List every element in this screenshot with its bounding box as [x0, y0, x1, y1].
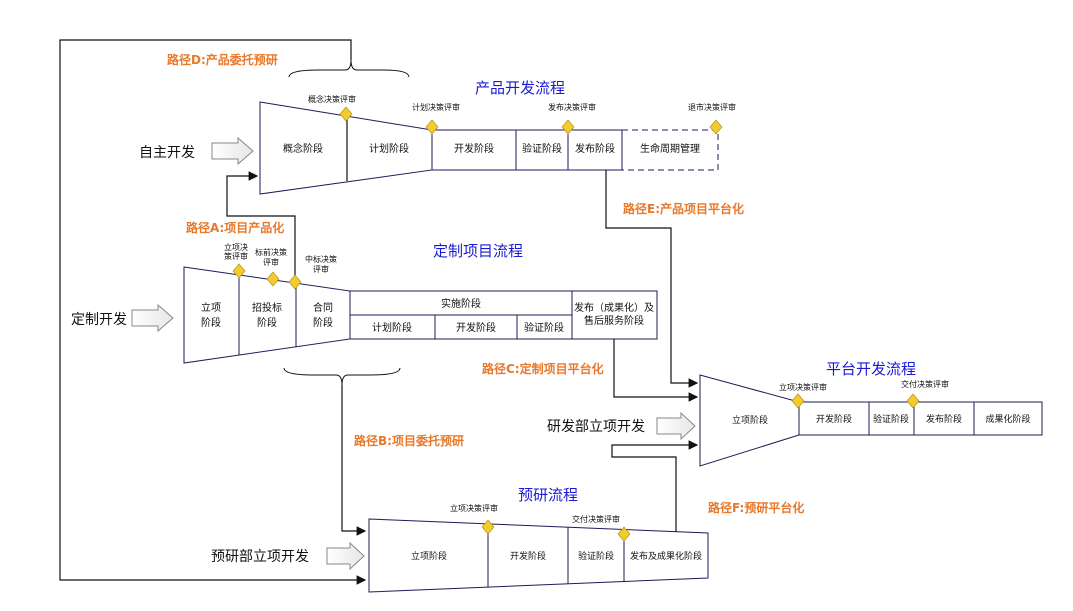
custom-funnel — [183, 266, 351, 364]
hollow-arrow-icon — [656, 411, 696, 441]
product-stage-release-label: 发布阶段 — [575, 142, 615, 155]
product-review-diamond — [561, 119, 575, 135]
research-review-diamond — [617, 526, 631, 542]
custom-sub-dev — [434, 314, 518, 340]
custom-release-label-2: 售后服务阶段 — [584, 314, 644, 327]
product-review-diamond — [425, 119, 439, 135]
custom-stage-lixiang-2: 阶段 — [201, 316, 221, 329]
research-stage-release: 发布及成果化阶段 — [630, 550, 702, 562]
product-stage-concept: 概念阶段 — [283, 142, 323, 155]
hollow-arrow-icon — [131, 303, 174, 333]
custom-stage-contract-2: 阶段 — [313, 316, 333, 329]
custom-flow-title: 定制项目流程 — [433, 242, 523, 260]
custom-review-prebid-1: 标前决策 — [255, 247, 287, 257]
platform-review-diamond — [791, 393, 805, 409]
platform-review-diamond — [906, 393, 920, 409]
product-stage-dev-label: 开发阶段 — [454, 142, 494, 155]
product-stage-dev — [431, 129, 517, 171]
custom-review-win-2: 评审 — [313, 264, 329, 274]
path-d-connector — [59, 39, 367, 585]
platform-stage-verify-label: 验证阶段 — [873, 413, 909, 425]
custom-sub-verify-label: 验证阶段 — [524, 321, 564, 334]
platform-stage-dev-label: 开发阶段 — [816, 413, 852, 425]
path-f-connector — [611, 440, 699, 533]
custom-stage-bid-1: 招投标 — [252, 301, 282, 314]
product-stage-release — [567, 129, 623, 171]
custom-release-label-1: 发布（成果化）及 — [574, 301, 654, 314]
research-review-lixiang: 立项决策评审 — [450, 503, 498, 513]
path-b-connector — [341, 385, 367, 536]
platform-stage-result-label: 成果化阶段 — [985, 413, 1030, 425]
custom-review-lixiang-1: 立项决 — [224, 242, 248, 252]
platform-stage-release-label: 发布阶段 — [926, 413, 962, 425]
custom-impl-label: 实施阶段 — [441, 297, 481, 310]
product-review-diamond — [339, 106, 353, 122]
path-b-label: 路径B:项目委托预研 — [354, 433, 464, 448]
platform-flow-title: 平台开发流程 — [826, 360, 916, 378]
custom-review-lixiang-2: 策评审 — [224, 251, 248, 261]
research-review-diamond — [481, 519, 495, 535]
custom-review-prebid-2: 评审 — [263, 257, 279, 267]
path-a-label: 路径A:项目产品化 — [186, 220, 284, 235]
research-flow-title: 预研流程 — [518, 486, 578, 504]
product-flow-title: 产品开发流程 — [475, 79, 565, 97]
platform-stage-lixiang: 立项阶段 — [732, 414, 768, 426]
path-c-label: 路径C:定制项目平台化 — [482, 361, 604, 376]
product-stage-plan: 计划阶段 — [369, 142, 409, 155]
research-stage-dev: 开发阶段 — [510, 550, 546, 562]
product-review-diamond — [709, 119, 723, 135]
custom-review-win-1: 中标决策 — [305, 254, 337, 264]
product-review-retire: 退市决策评审 — [688, 102, 736, 112]
research-review-deliver: 交付决策评审 — [572, 514, 620, 524]
platform-flow: 立项阶段 开发阶段 验证阶段 发布阶段 成果化阶段 立项决策评审 交付决策评审 — [699, 374, 1043, 467]
path-c-connector — [613, 339, 699, 402]
custom-impl-box — [349, 290, 573, 316]
hollow-arrow-icon — [211, 136, 254, 166]
product-stage-verify-label: 验证阶段 — [522, 142, 562, 155]
path-f-label: 路径F:预研平台化 — [708, 500, 804, 515]
product-stage-lifecycle-box — [622, 129, 719, 171]
custom-sub-plan-label: 计划阶段 — [372, 321, 412, 334]
product-stage-lifecycle: 生命周期管理 — [640, 142, 700, 155]
product-review-concept: 概念决策评审 — [308, 94, 356, 104]
custom-flow: 立项 阶段 招投标 阶段 合同 阶段 实施阶段 计划阶段 开发阶段 验证阶段 发… — [183, 242, 658, 364]
product-flow: 概念阶段 计划阶段 开发阶段 验证阶段 发布阶段 生命周期管理 概念决策评审 计… — [259, 94, 736, 195]
research-stage-verify: 验证阶段 — [578, 550, 614, 562]
product-stage-verify — [515, 129, 569, 171]
path-d-label: 路径D:产品委托预研 — [167, 52, 278, 67]
product-review-plan: 计划决策评审 — [412, 102, 460, 112]
hollow-arrow-icon — [326, 541, 365, 571]
custom-review-diamond — [266, 271, 280, 287]
platform-review-lixiang: 立项决策评审 — [779, 382, 827, 392]
entry-self-label: 自主开发 — [139, 145, 195, 161]
custom-review-diamond — [288, 274, 302, 290]
entry-rd-label: 研发部立项开发 — [547, 419, 645, 435]
entry-custom-label: 定制开发 — [71, 312, 127, 328]
platform-stage-result — [973, 401, 1043, 436]
platform-stage-dev — [798, 401, 870, 436]
custom-stage-contract-1: 合同 — [313, 301, 333, 314]
research-stage-lixiang: 立项阶段 — [411, 550, 447, 562]
path-a-connector — [226, 171, 296, 282]
custom-sub-plan — [349, 314, 436, 340]
custom-stage-bid-2: 阶段 — [257, 316, 277, 329]
custom-sub-dev-label: 开发阶段 — [456, 321, 496, 334]
custom-review-diamond — [232, 263, 246, 279]
platform-stage-verify — [868, 401, 915, 436]
platform-review-deliver: 交付决策评审 — [901, 379, 949, 389]
product-review-release: 发布决策评审 — [548, 102, 596, 112]
path-e-connector — [605, 170, 699, 388]
path-e-label: 路径E:产品项目平台化 — [623, 201, 744, 216]
custom-stage-lixiang-1: 立项 — [201, 301, 221, 314]
research-flow: 立项阶段 开发阶段 验证阶段 发布及成果化阶段 立项决策评审 交付决策评审 — [368, 503, 709, 593]
custom-release-box — [571, 290, 658, 340]
entry-research-label: 预研部立项开发 — [211, 549, 309, 565]
